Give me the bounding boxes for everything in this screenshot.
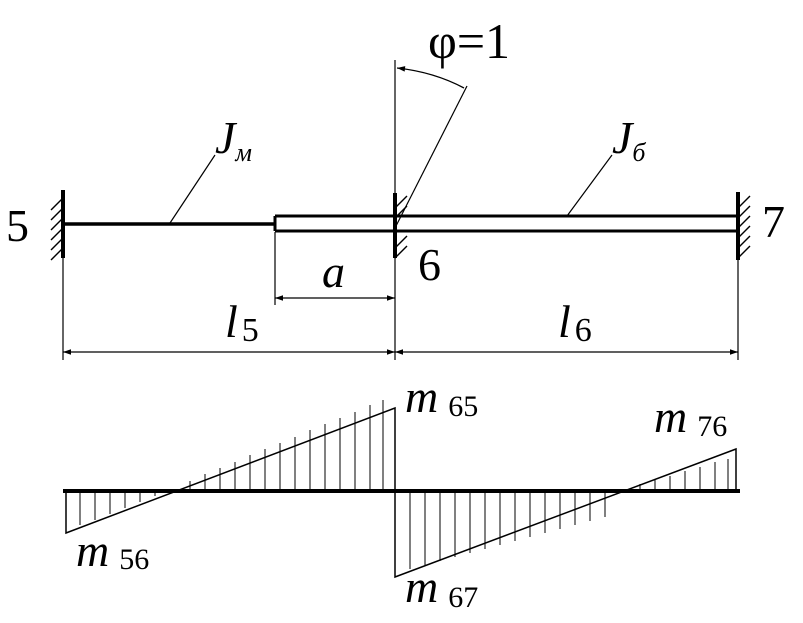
rotation-indicator bbox=[394, 60, 468, 229]
rotation-label: φ=1 bbox=[428, 13, 510, 69]
node-label-7: 7 bbox=[762, 196, 785, 247]
dimension-a-label: a bbox=[322, 246, 345, 297]
support-7 bbox=[736, 192, 751, 260]
hatching-right-span bbox=[409, 459, 729, 569]
beam-thick-segment bbox=[273, 214, 738, 233]
moment-of-inertia-small: Jм bbox=[215, 112, 252, 167]
dimension-lines bbox=[62, 232, 739, 360]
support-5 bbox=[50, 190, 65, 261]
leader-j-small bbox=[169, 154, 216, 224]
leader-j-large bbox=[566, 154, 613, 217]
node-label-5: 5 bbox=[6, 200, 29, 251]
moment-outline bbox=[65, 406, 737, 579]
moment-of-inertia-large: Jб bbox=[612, 112, 646, 167]
moment-diagram bbox=[63, 400, 740, 579]
hatching-left-span bbox=[79, 400, 384, 525]
node-label-6: 6 bbox=[418, 239, 441, 290]
